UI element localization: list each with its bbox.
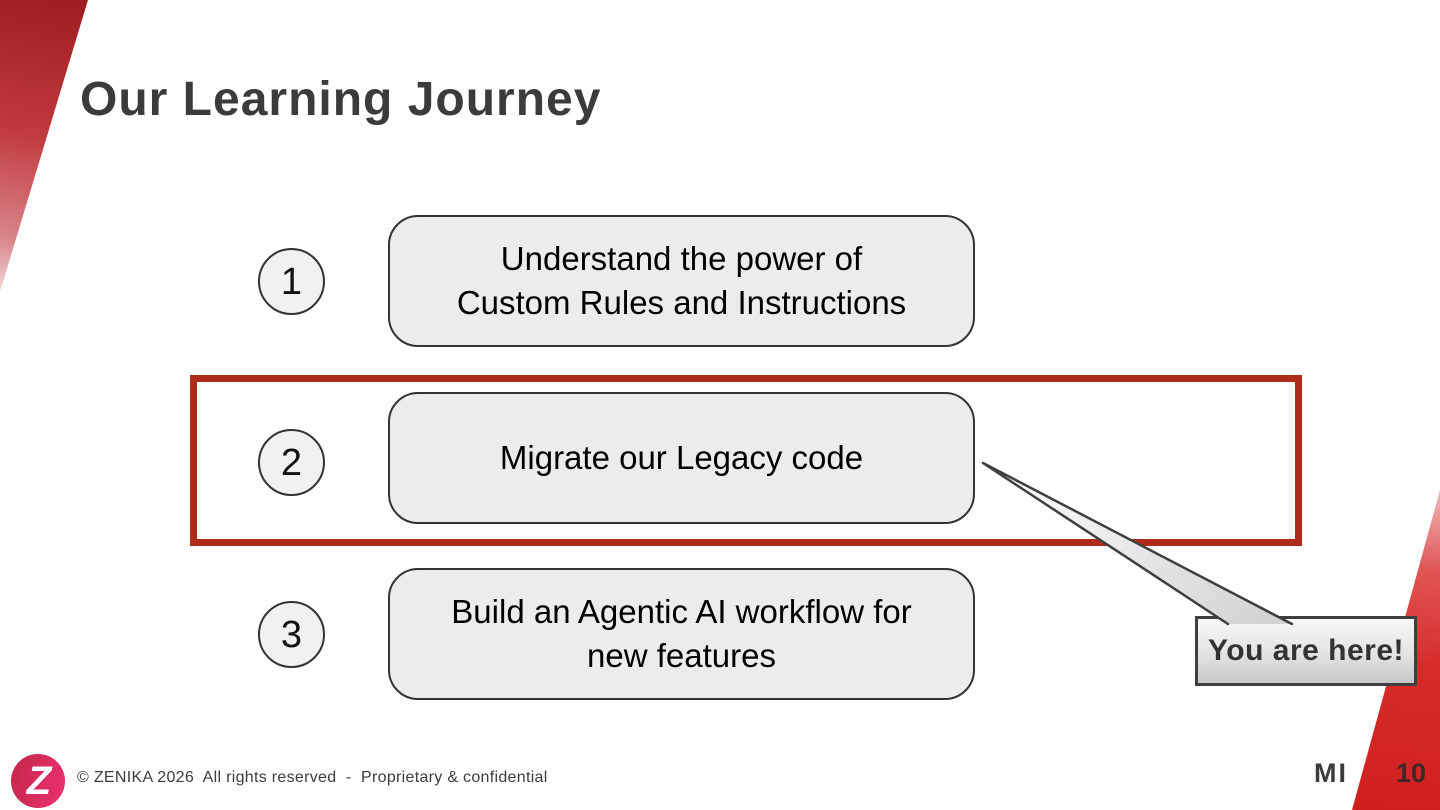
step-3-label: Build an Agentic AI workflow for new fea…	[451, 593, 912, 674]
step-2-box: Migrate our Legacy code	[388, 392, 975, 524]
slide-title: Our Learning Journey	[80, 73, 602, 126]
zenika-logo: Z	[11, 754, 65, 808]
callout-label: You are here!	[1207, 634, 1404, 667]
top-left-red-ribbon	[0, 0, 88, 292]
current-step-highlight-frame	[190, 375, 1302, 546]
step-1-number: 1	[280, 260, 303, 303]
step-3-box: Build an Agentic AI workflow for new fea…	[388, 568, 975, 700]
step-1-box: Understand the power of Custom Rules and…	[388, 215, 975, 347]
step-1-label: Understand the power of Custom Rules and…	[456, 240, 907, 321]
copyright-text: © ZENIKA 2026 All rights reserved - Prop…	[77, 769, 548, 786]
zenika-logo-z: Z	[26, 759, 53, 803]
zenika-logo-circle	[11, 754, 65, 808]
step-2-number-circle: 2	[258, 429, 325, 496]
you-are-here-callout: You are here!	[1195, 616, 1417, 686]
step-1-number-circle: 1	[258, 248, 325, 315]
page-number: 10	[1396, 758, 1427, 788]
step-3-number-circle: 3	[258, 601, 325, 668]
step-2-label: Migrate our Legacy code	[499, 439, 864, 477]
author-initials: MI	[1314, 758, 1348, 788]
step-2-number: 2	[280, 441, 303, 484]
step-3-number: 3	[280, 613, 303, 656]
